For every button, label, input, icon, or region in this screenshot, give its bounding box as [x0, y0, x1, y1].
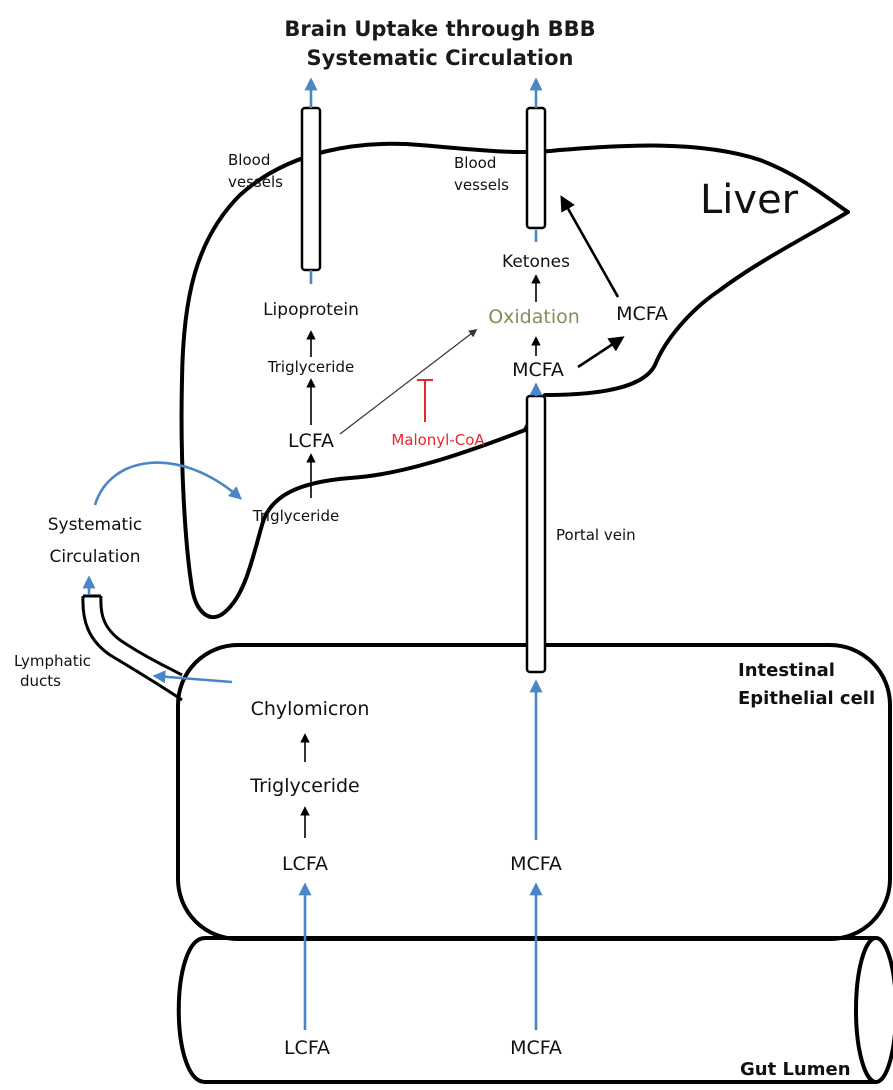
- portal-vein-label: Portal vein: [556, 526, 636, 544]
- arrow-lcfa-to-oxidation: [340, 330, 476, 434]
- blood-vessels-left-line2: vessels: [228, 173, 283, 191]
- gut-lumen-label: Gut Lumen: [740, 1059, 851, 1080]
- ketones-label: Ketones: [502, 252, 570, 272]
- cell-lcfa-label: LCFA: [282, 853, 328, 875]
- lipoprotein-label: Lipoprotein: [263, 300, 359, 320]
- lymphatic-ducts-line2: ducts: [20, 672, 61, 690]
- systematic-circulation-line2: Circulation: [49, 547, 140, 567]
- oxidation-label: Oxidation: [488, 306, 580, 328]
- arrow-mcfa-to-mcfa-right: [578, 338, 622, 367]
- liver-mcfa-right-label: MCFA: [616, 303, 668, 325]
- chylomicron-label: Chylomicron: [251, 698, 370, 720]
- portal-vein: [527, 396, 545, 672]
- liver-label: Liver: [700, 177, 799, 223]
- blood-vessel-right: [527, 108, 545, 228]
- title-line2: Systematic Circulation: [307, 46, 574, 70]
- liver-lcfa-label: LCFA: [288, 430, 334, 452]
- systematic-circulation-line1: Systematic: [48, 515, 143, 535]
- liver-triglyceride-lower-label: Triglyceride: [252, 507, 339, 525]
- cell-mcfa-label: MCFA: [510, 853, 562, 875]
- lymphatic-duct-tube: [83, 596, 182, 700]
- lymphatic-ducts-line1: Lymphatic: [14, 652, 91, 670]
- arrow-mcfa-right-to-vessel: [562, 198, 618, 297]
- malonyl-coa-inhibition: [417, 380, 433, 422]
- liver-triglyceride-upper-label: Triglyceride: [267, 358, 354, 376]
- lumen-lcfa-label: LCFA: [284, 1037, 330, 1059]
- malonyl-coa-label: Malonyl-CoA: [391, 431, 485, 449]
- intestinal-label-line2: Epithelial cell: [738, 688, 875, 709]
- gut-lumen-end: [856, 938, 893, 1082]
- title-line1: Brain Uptake through BBB: [284, 17, 595, 41]
- lumen-mcfa-label: MCFA: [510, 1037, 562, 1059]
- intestinal-label-line1: Intestinal: [738, 660, 835, 681]
- arrow-circulation-to-liver: [95, 463, 240, 505]
- blood-vessels-left-line1: Blood: [228, 151, 270, 169]
- blood-vessels-right-line2: vessels: [454, 176, 509, 194]
- cell-triglyceride-label: Triglyceride: [249, 775, 359, 797]
- arrow-chylomicron-to-lymph: [155, 676, 232, 682]
- blood-vessels-right-line1: Blood: [454, 154, 496, 172]
- blood-vessel-left: [302, 108, 320, 270]
- liver-mcfa-center-label: MCFA: [512, 359, 564, 381]
